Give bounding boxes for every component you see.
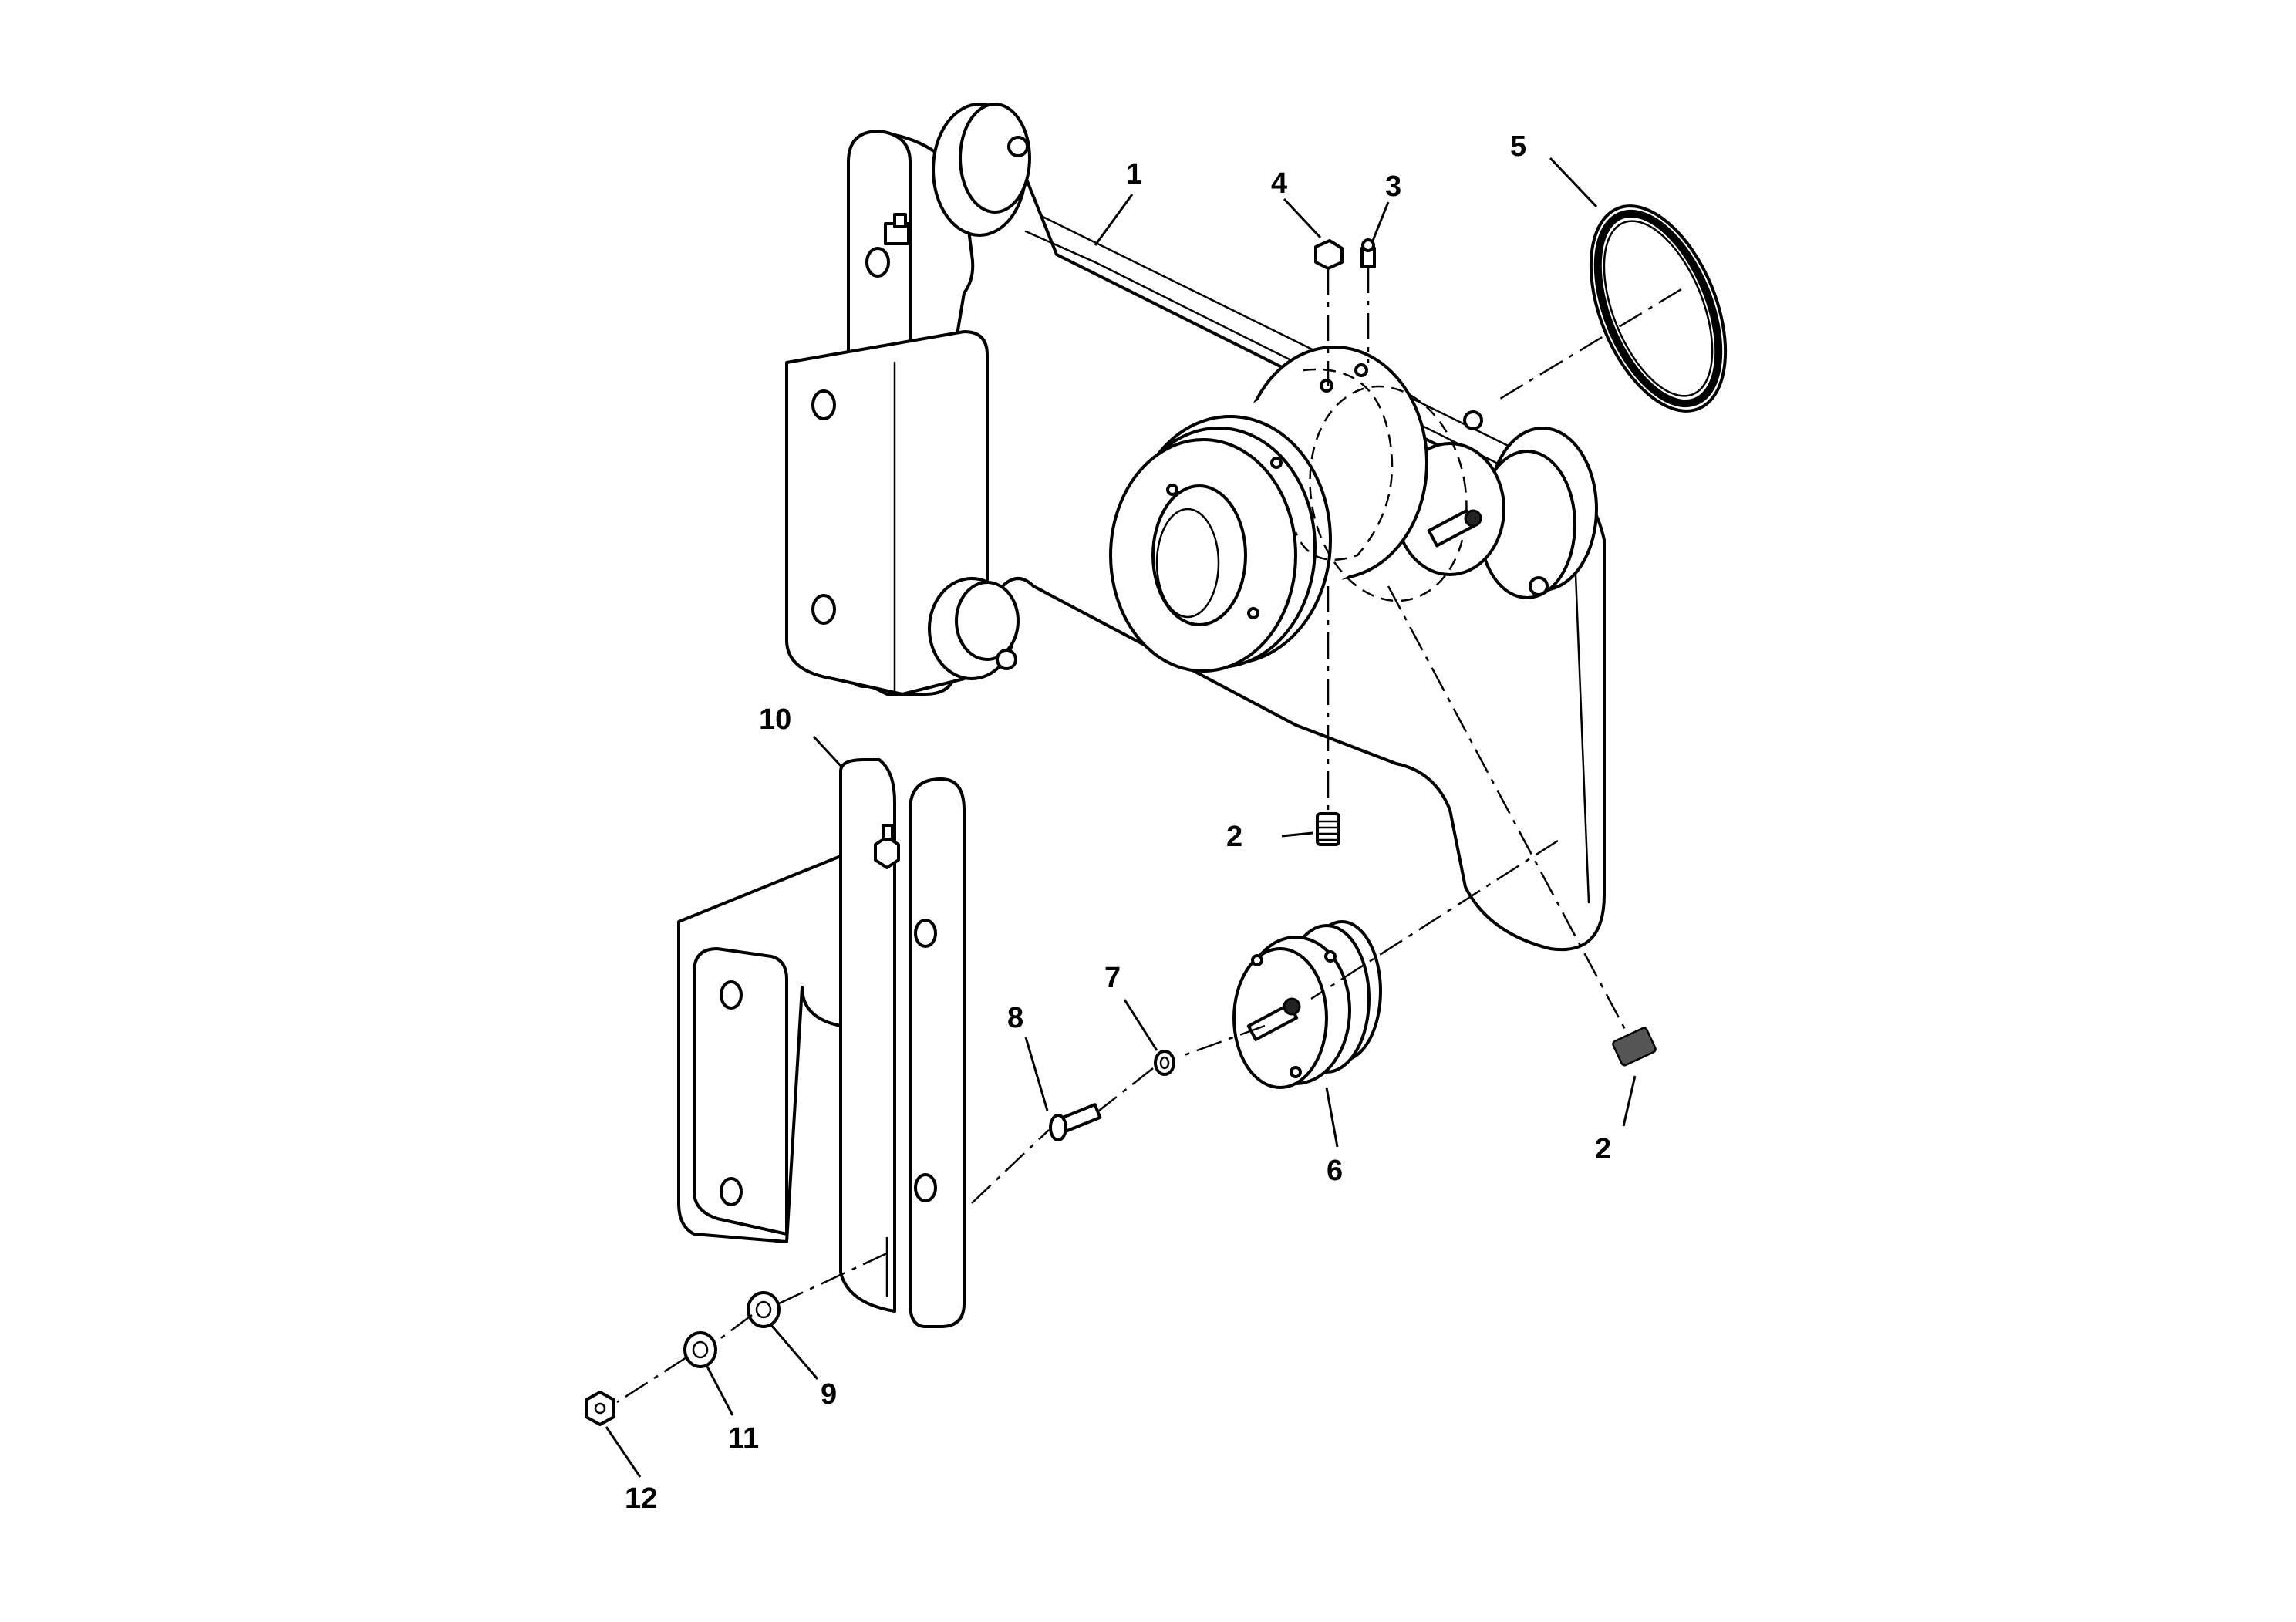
part-2-set-screw-lower[interactable] bbox=[1612, 1027, 1657, 1067]
part-6-isolator-mount[interactable] bbox=[1232, 920, 1382, 1089]
part-10-bracket[interactable] bbox=[677, 758, 966, 1328]
callout-1: 1 bbox=[1126, 158, 1142, 191]
callout-10: 10 bbox=[759, 703, 791, 736]
leader-lines bbox=[605, 157, 1637, 1478]
part-3-grease-fitting[interactable] bbox=[1360, 238, 1376, 268]
part-4-plug[interactable] bbox=[1314, 239, 1344, 270]
callout-9: 9 bbox=[821, 1378, 837, 1411]
part-8-bolt[interactable] bbox=[1049, 1103, 1102, 1141]
part-11-washer[interactable] bbox=[683, 1331, 717, 1368]
callout-12: 12 bbox=[625, 1482, 657, 1515]
part-2-set-screw-upper[interactable] bbox=[1316, 812, 1340, 846]
callout-3: 3 bbox=[1385, 170, 1401, 203]
callout-4: 4 bbox=[1271, 167, 1287, 200]
part-5-belt[interactable] bbox=[1564, 187, 1752, 430]
part-12-nut[interactable] bbox=[585, 1391, 615, 1426]
part-1-frame-assembly[interactable] bbox=[785, 103, 1606, 952]
assembly-lines bbox=[616, 267, 1682, 1404]
callout-6: 6 bbox=[1327, 1155, 1343, 1187]
part-7-washer[interactable] bbox=[1154, 1050, 1175, 1076]
part-9-washer[interactable] bbox=[747, 1291, 781, 1328]
callout-7: 7 bbox=[1104, 962, 1121, 994]
callout-5: 5 bbox=[1510, 130, 1526, 163]
callout-11: 11 bbox=[728, 1422, 759, 1455]
callout-8: 8 bbox=[1007, 1002, 1023, 1034]
callout-2-upper: 2 bbox=[1226, 821, 1242, 853]
callout-2-lower: 2 bbox=[1595, 1133, 1611, 1165]
callout-labels: 1 4 3 5 2 2 6 7 8 10 9 11 12 bbox=[625, 130, 1611, 1515]
